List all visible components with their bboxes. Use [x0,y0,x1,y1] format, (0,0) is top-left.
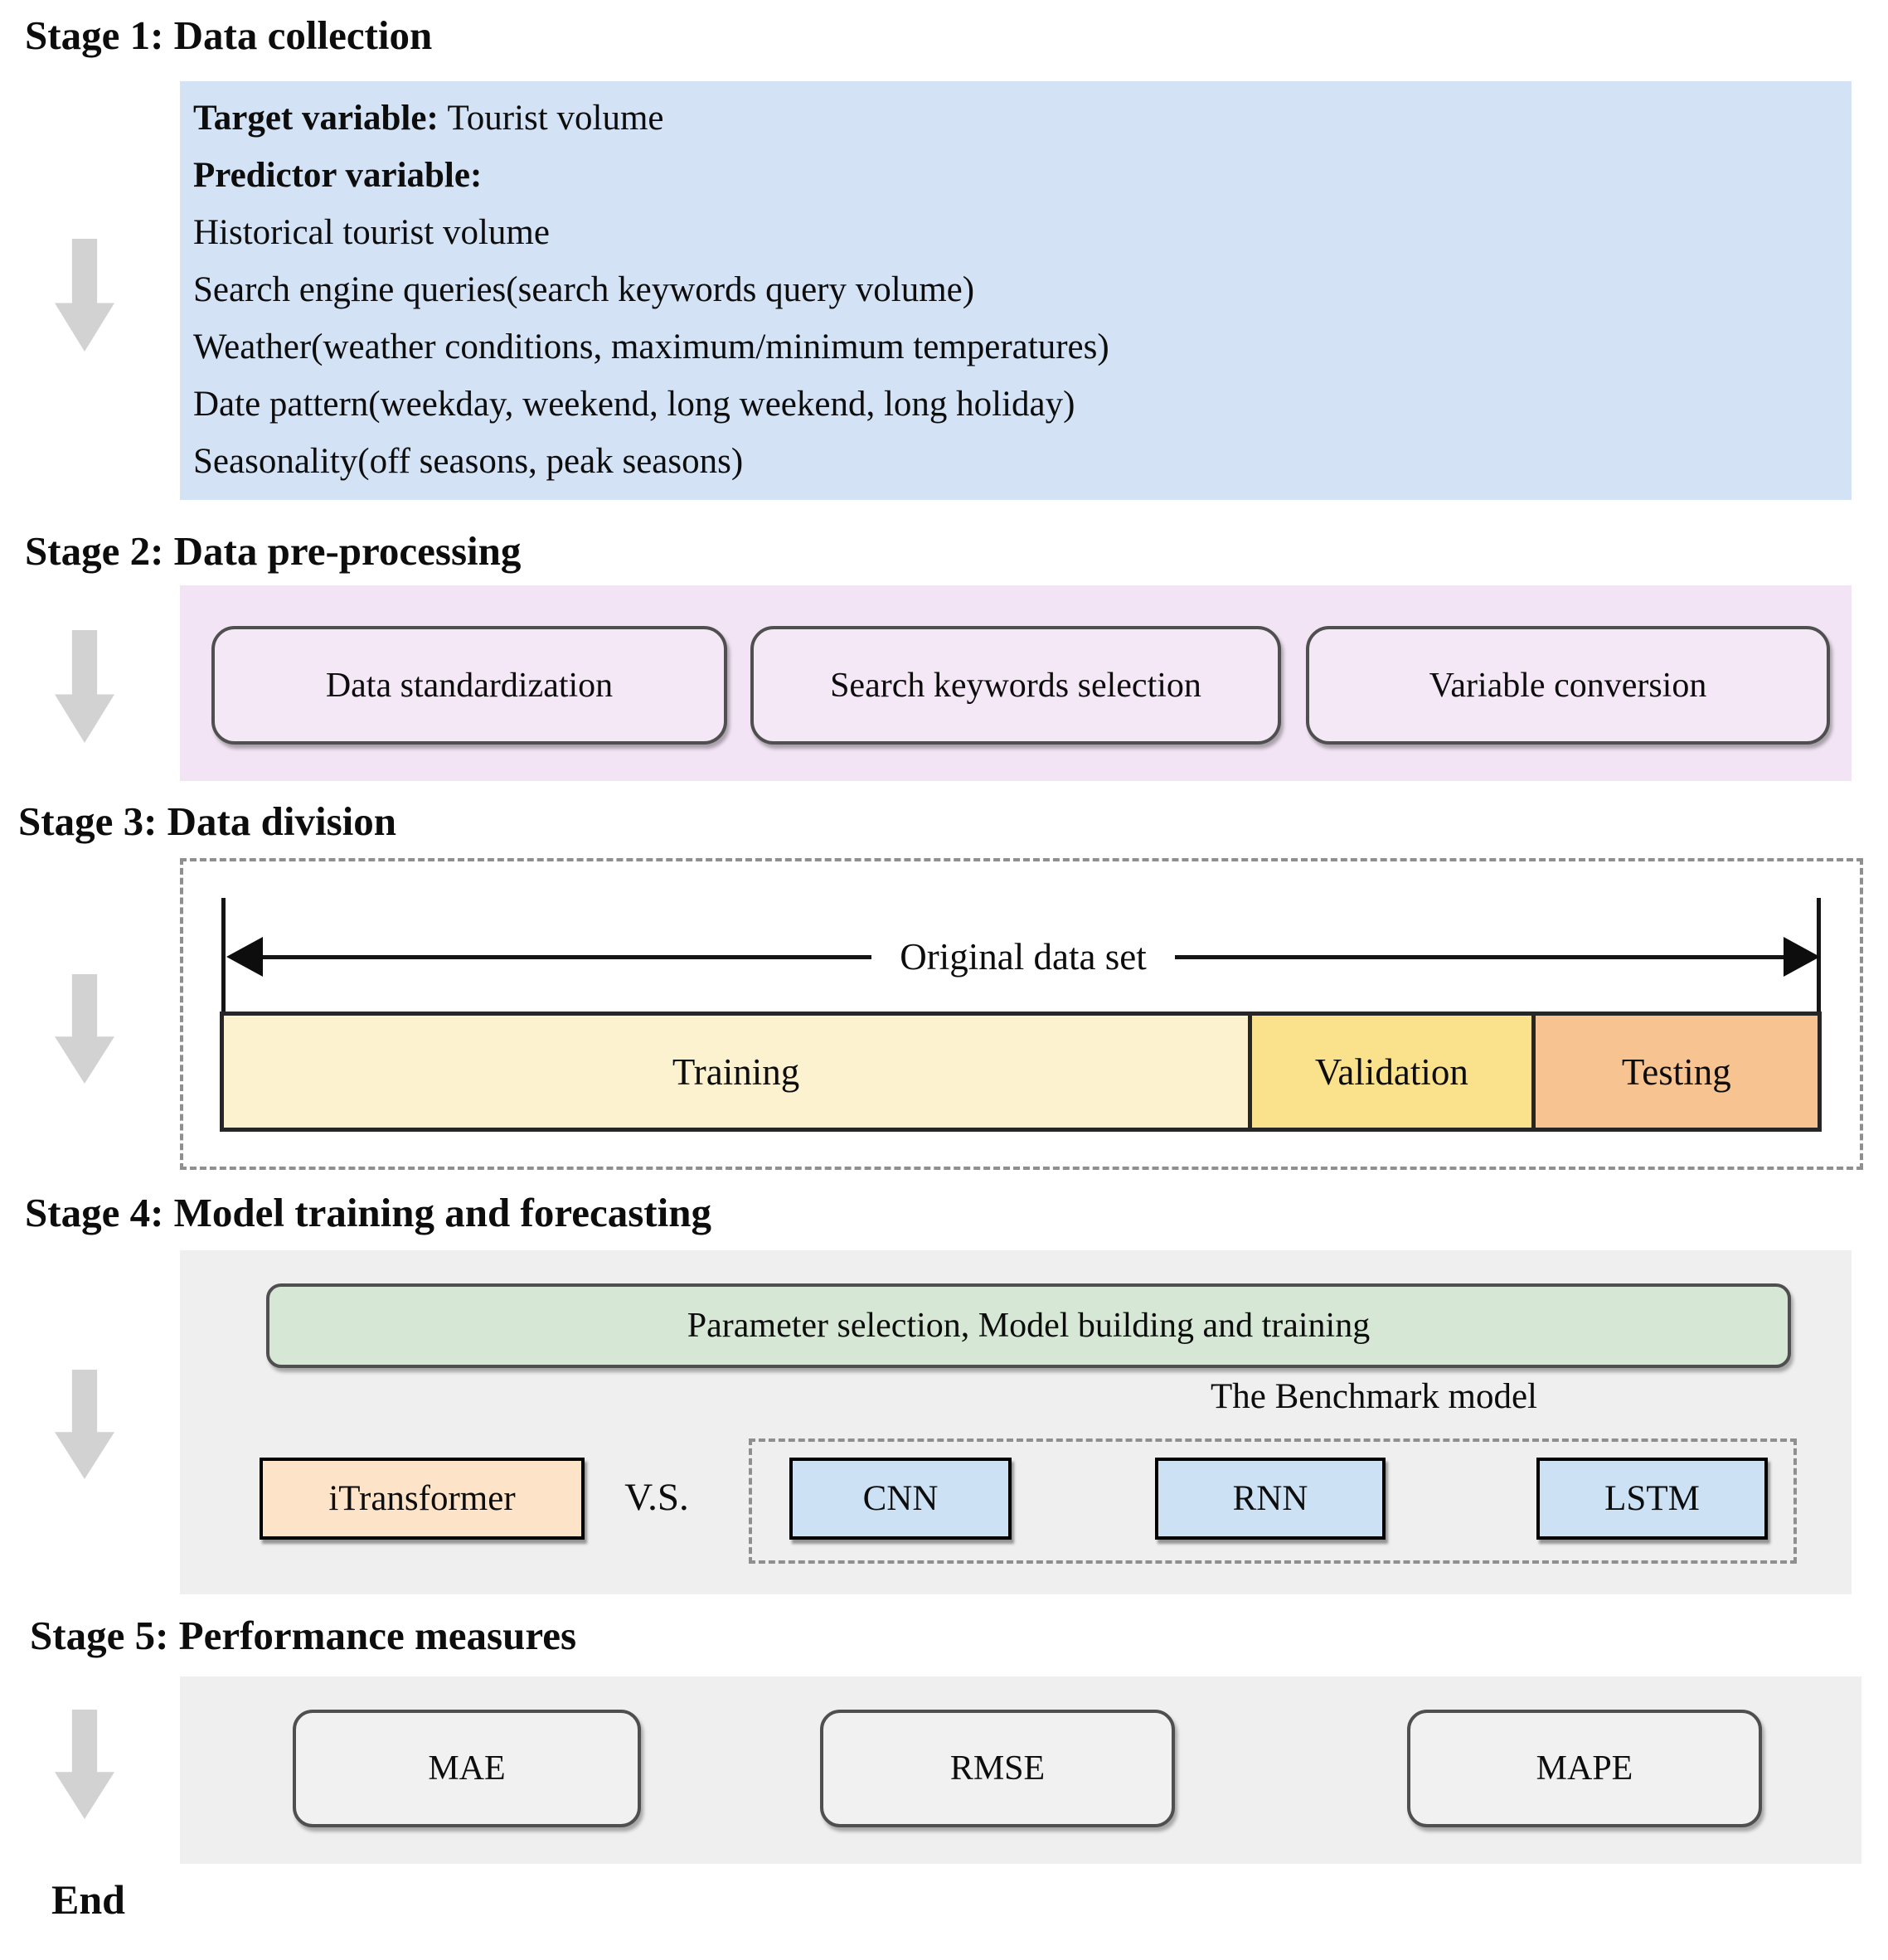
target-variable-line: Target variable: Tourist volume [193,90,1843,147]
measure-box: MAE [293,1710,641,1827]
preprocess-box: Variable conversion [1306,626,1830,745]
stage2-title: Stage 2: Data pre-processing [25,528,522,574]
preprocess-box-label: Variable conversion [1429,666,1707,705]
benchmark-box: LSTM [1536,1458,1768,1540]
measure-box: RMSE [820,1710,1175,1827]
predictor-item: Seasonality(off seasons, peak seasons) [193,442,744,481]
measure-box-label: MAPE [1536,1749,1633,1788]
parameter-selection-label: Parameter selection, Model building and … [687,1307,1371,1345]
original-dataset-span-arrow: Original data set [226,936,1820,978]
dataset-left-tick [221,898,226,1014]
stage4-title: Stage 4: Model training and forecasting [25,1190,711,1235]
training-segment: Training [224,1016,1249,1128]
testing-label: Testing [1621,1050,1731,1093]
itransformer-label: iTransformer [328,1479,516,1518]
benchmark-box-label: CNN [862,1479,939,1518]
arrow-left-head-icon [226,937,263,977]
validation-segment: Validation [1248,1016,1531,1128]
measure-box-label: MAE [428,1749,506,1788]
stage3-title: Stage 3: Data division [18,798,397,844]
data-division-frame: Original data set Training Validation Te… [180,858,1863,1170]
benchmark-model-label: The Benchmark model [1210,1377,1538,1416]
arrow-right-head-icon [1784,937,1820,977]
flow-down-arrow-icon [55,1370,114,1479]
measure-box: MAPE [1407,1710,1762,1827]
flow-down-arrow-icon [55,1710,114,1819]
stage1-title: Stage 1: Data collection [25,12,433,58]
predictor-item: Weather(weather conditions, maximum/mini… [193,327,1109,366]
preprocess-box-label: Search keywords selection [830,666,1201,705]
data-split-bar: Training Validation Testing [220,1012,1822,1132]
stage1-variable-list: Target variable: Tourist volume Predicto… [193,90,1843,490]
benchmark-box: CNN [789,1458,1012,1540]
validation-label: Validation [1314,1050,1468,1093]
preprocess-box-label: Data standardization [325,666,614,705]
original-dataset-label: Original data set [900,936,1147,978]
flow-down-arrow-icon [55,974,114,1084]
preprocess-box: Search keywords selection [750,626,1281,745]
stage5-panel: MAE RMSE MAPE [180,1676,1861,1864]
parameter-selection-box: Parameter selection, Model building and … [266,1283,1791,1368]
testing-segment: Testing [1531,1016,1818,1128]
measure-box-label: RMSE [949,1749,1046,1788]
preprocess-box: Data standardization [211,626,727,745]
target-variable-label: Target variable: [193,99,439,138]
stage2-panel: Data standardization Search keywords sel… [180,585,1852,781]
predictor-item: Date pattern(weekday, weekend, long week… [193,385,1075,424]
benchmark-box-label: RNN [1232,1479,1308,1518]
itransformer-box: iTransformer [260,1458,585,1540]
stage1-panel: Target variable: Tourist volume Predicto… [180,81,1852,500]
target-variable-value: Tourist volume [447,99,664,138]
flow-down-arrow-icon [55,630,114,743]
end-label: End [51,1876,125,1923]
benchmark-box: RNN [1155,1458,1386,1540]
stage5-title: Stage 5: Performance measures [30,1613,577,1658]
predictor-item: Search engine queries(search keywords qu… [193,270,975,309]
benchmark-models-frame [749,1438,1797,1564]
arrow-line [1174,954,1784,959]
benchmark-box-label: LSTM [1604,1479,1700,1518]
predictor-item: Historical tourist volume [193,213,550,252]
stage4-panel: Parameter selection, Model building and … [180,1250,1852,1594]
training-label: Training [672,1050,800,1093]
arrow-line [263,954,872,959]
flow-down-arrow-icon [55,239,114,352]
vs-label: V.S. [624,1476,689,1519]
predictor-variable-label: Predictor variable: [193,156,483,195]
